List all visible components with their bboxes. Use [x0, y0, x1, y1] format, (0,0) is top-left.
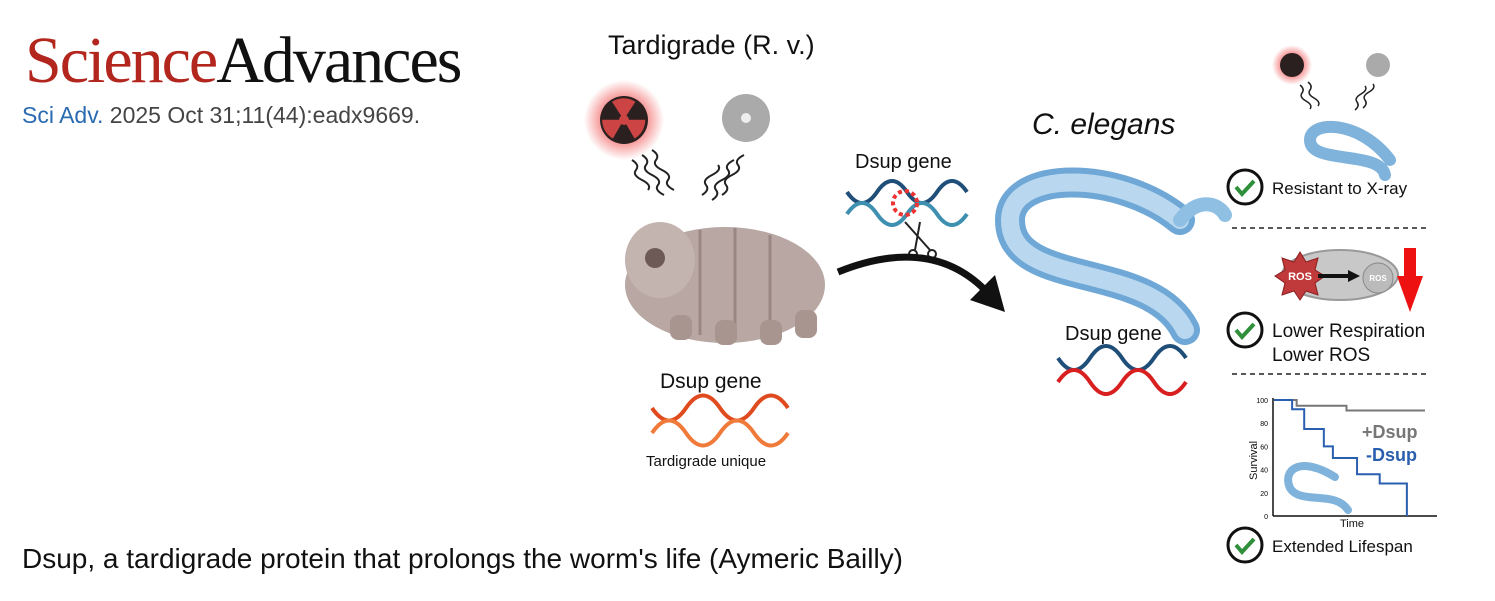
y-tick-label: 80 [1260, 421, 1268, 428]
tardigrade-unique-label: Tardigrade unique [646, 453, 767, 470]
dna-helix-cut [845, 179, 969, 227]
outcome-ros: Lower ROS [1272, 345, 1370, 366]
y-tick-label: 40 [1260, 468, 1268, 475]
radiation-icon-red [584, 80, 664, 160]
y-tick-label: 60 [1260, 444, 1268, 451]
mitochondrion-ros-icon: ROS ROS [1274, 249, 1399, 301]
journal-abbrev: Sci Adv. [22, 102, 104, 128]
outcome-respiration: Lower Respiration [1272, 321, 1425, 342]
legend-minus-dsup: -Dsup [1366, 445, 1417, 465]
dna-helix-worm [1056, 344, 1188, 396]
x-axis-label: Time [1340, 518, 1364, 530]
journal-logo: ScienceAdvances [25, 24, 462, 97]
y-tick-label: 100 [1256, 398, 1268, 405]
worm-small-icon [1284, 462, 1352, 514]
survival-plot: 0 20 40 60 80 100 Time Survival +Dsup -Dsup [1248, 398, 1437, 530]
outcome-xray: Resistant to X-ray [1272, 179, 1408, 198]
y-tick-label: 20 [1260, 491, 1268, 498]
legend-plus-dsup: +Dsup [1362, 422, 1418, 442]
xray-small-icons [1272, 45, 1396, 181]
wavy-rays-icon [631, 149, 745, 201]
tardigrade-title: Tardigrade (R. v.) [608, 30, 815, 60]
worm-illustration [994, 167, 1232, 345]
svg-text:ROS: ROS [1369, 274, 1387, 283]
minus-dsup-line [1274, 399, 1408, 516]
tardigrade-illustration [625, 222, 825, 345]
svg-text:ROS: ROS [1288, 271, 1312, 283]
scissors-icon [904, 221, 937, 259]
tardigrade-gene-label: Dsup gene [660, 370, 762, 393]
dna-helix-orange [650, 393, 790, 448]
radiation-icon-grey [722, 94, 770, 142]
check-icon [1226, 168, 1264, 564]
y-tick-label: 0 [1264, 514, 1268, 521]
transfer-arrow [836, 253, 1005, 312]
down-arrow-icon [1397, 248, 1423, 312]
worm-gene-label: Dsup gene [1065, 323, 1162, 345]
caption: Dsup, a tardigrade protein that prolongs… [22, 543, 903, 574]
worm-title: C. elegans [1032, 108, 1176, 141]
outcome-lifespan: Extended Lifespan [1272, 537, 1413, 556]
y-axis-label: Survival [1248, 441, 1260, 480]
transfer-gene-label: Dsup gene [855, 151, 952, 173]
citation: Sci Adv. 2025 Oct 31;11(44):eadx9669. [22, 102, 421, 128]
